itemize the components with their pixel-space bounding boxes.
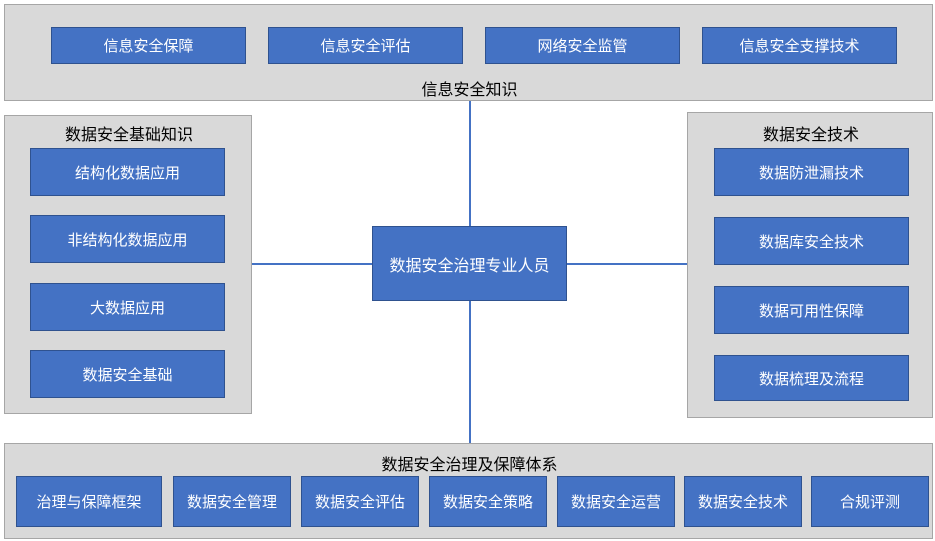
bottom-item-5: 数据安全运营 bbox=[557, 476, 675, 527]
panel-information-security-knowledge: 信息安全保障 信息安全评估 网络安全监管 信息安全支撑技术 信息安全知识 bbox=[4, 4, 933, 101]
right-item-4: 数据梳理及流程 bbox=[714, 355, 909, 401]
panel-title-top: 信息安全知识 bbox=[421, 80, 518, 99]
panel-title-bottom: 数据安全治理及保障体系 bbox=[381, 455, 558, 474]
bottom-item-1: 治理与保障框架 bbox=[16, 476, 162, 527]
connector-left bbox=[252, 263, 373, 265]
panel-data-security-fundamentals: 数据安全基础知识 结构化数据应用 非结构化数据应用 大数据应用 数据安全基础 bbox=[4, 115, 252, 414]
bottom-item-3: 数据安全评估 bbox=[301, 476, 419, 527]
left-item-1: 结构化数据应用 bbox=[30, 148, 225, 196]
left-item-2: 非结构化数据应用 bbox=[30, 215, 225, 263]
top-item-3: 网络安全监管 bbox=[485, 27, 680, 64]
bottom-item-6: 数据安全技术 bbox=[684, 476, 802, 527]
right-item-3: 数据可用性保障 bbox=[714, 286, 909, 334]
bottom-item-4: 数据安全策略 bbox=[429, 476, 547, 527]
connector-bottom bbox=[469, 300, 471, 443]
panel-title-left: 数据安全基础知识 bbox=[64, 125, 193, 144]
panel-title-right: 数据安全技术 bbox=[762, 125, 859, 144]
left-item-3: 大数据应用 bbox=[30, 283, 225, 331]
connector-right bbox=[567, 263, 688, 265]
bottom-item-2: 数据安全管理 bbox=[173, 476, 291, 527]
panel-data-security-technology: 数据安全技术 数据防泄漏技术 数据库安全技术 数据可用性保障 数据梳理及流程 bbox=[687, 112, 933, 418]
top-item-2: 信息安全评估 bbox=[268, 27, 463, 64]
center-role-box: 数据安全治理专业人员 bbox=[372, 226, 567, 301]
left-item-4: 数据安全基础 bbox=[30, 350, 225, 398]
panel-data-security-governance-system: 数据安全治理及保障体系 治理与保障框架 数据安全管理 数据安全评估 数据安全策略… bbox=[4, 443, 933, 539]
top-item-4: 信息安全支撑技术 bbox=[702, 27, 897, 64]
right-item-2: 数据库安全技术 bbox=[714, 217, 909, 265]
right-item-1: 数据防泄漏技术 bbox=[714, 148, 909, 196]
top-item-1: 信息安全保障 bbox=[51, 27, 246, 64]
connector-top bbox=[469, 101, 471, 227]
bottom-item-7: 合规评测 bbox=[811, 476, 929, 527]
